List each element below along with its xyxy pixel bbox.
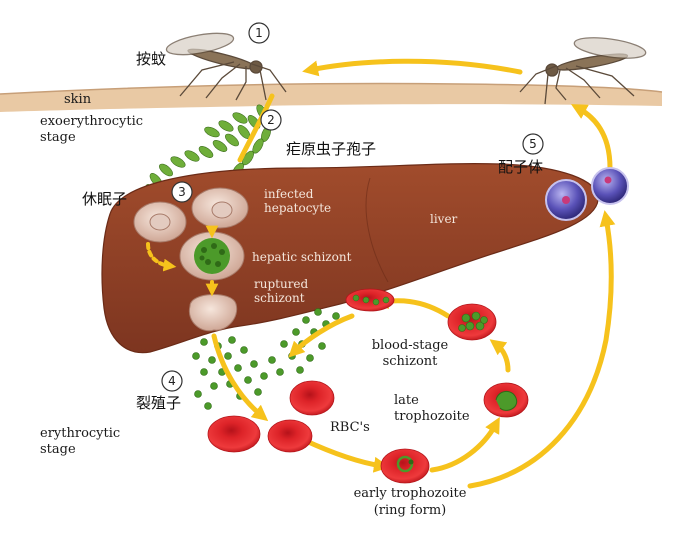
label-ring-form: (ring form) <box>373 503 447 518</box>
label-exoerythrocytic: exoerythrocytic <box>40 114 144 129</box>
label-late-trophozoite: trophozoite <box>394 409 470 424</box>
label-ruptured: ruptured <box>254 277 309 291</box>
red-blood-cells <box>207 288 529 484</box>
label-blood-stage-schizont: schizont <box>382 354 438 369</box>
ring-form-parasite <box>396 455 414 473</box>
hepatocytes <box>133 187 249 332</box>
label-late: late <box>394 393 419 408</box>
label-ruptured-schizont: schizont <box>254 291 305 305</box>
label-erythrocytic: erythrocytic <box>40 426 121 441</box>
step-5-number: 5 <box>529 137 537 151</box>
step-4-marker <box>161 370 183 392</box>
label-early-trophozoite: early trophozoite <box>353 486 467 501</box>
blood-schizont-parasite <box>458 311 488 332</box>
step-2-marker <box>260 109 282 131</box>
arrow-gametocyte-to-mosquito <box>570 104 613 171</box>
label-liver: liver <box>430 212 458 226</box>
label-hypnozoite: 休眠子 <box>82 190 128 208</box>
skin-band <box>0 83 662 112</box>
skin-edge <box>0 82 663 95</box>
label-sporozoite: 疟原虫子孢子 <box>286 140 377 158</box>
step-5-marker <box>522 133 544 155</box>
step-4-number: 4 <box>168 374 176 388</box>
step-2-number: 2 <box>267 113 275 127</box>
gametocytes <box>545 167 629 221</box>
arrow-cycle-to-gametocyte <box>467 210 616 489</box>
arrow-merozoite-return <box>288 313 355 358</box>
merozoites <box>192 308 340 410</box>
label-merozoite: 裂殖子 <box>136 394 182 412</box>
step-1-marker <box>248 22 270 44</box>
late-trophozoite-parasite <box>495 391 518 411</box>
arrow-mosquito-to-skin <box>302 58 523 77</box>
label-hepatocyte: hepatocyte <box>264 201 332 215</box>
mosquito-right-icon <box>519 37 647 105</box>
label-blood-stage: blood-stage <box>371 338 449 353</box>
step-1-number: 1 <box>255 26 263 40</box>
liver-lobe-line <box>365 177 389 283</box>
label-rbcs: RBC's <box>330 420 370 435</box>
step-3-number: 3 <box>178 185 186 199</box>
label-mosquito: 按蚊 <box>136 50 167 68</box>
label-infected: infected <box>264 187 314 201</box>
label-erythrocytic-stage: stage <box>40 442 76 457</box>
arrow-skin-to-liver <box>237 93 275 163</box>
step-numbers: 1 2 3 4 5 <box>168 26 537 388</box>
arrow-ring-to-late <box>429 416 500 473</box>
label-hepatic-schizont: hepatic schizont <box>252 250 352 264</box>
step-markers <box>161 22 544 392</box>
arrow-rbc-to-ring <box>301 437 390 473</box>
label-exoerythrocytic-stage: stage <box>40 130 76 145</box>
label-gametocyte: 配子体 <box>498 158 544 176</box>
label-skin: skin <box>64 92 92 107</box>
step-3-marker <box>171 181 193 203</box>
arrow-liver-to-blood <box>211 333 269 422</box>
arrow-late-to-schizont <box>489 339 511 373</box>
mosquito-left-icon <box>165 32 287 101</box>
